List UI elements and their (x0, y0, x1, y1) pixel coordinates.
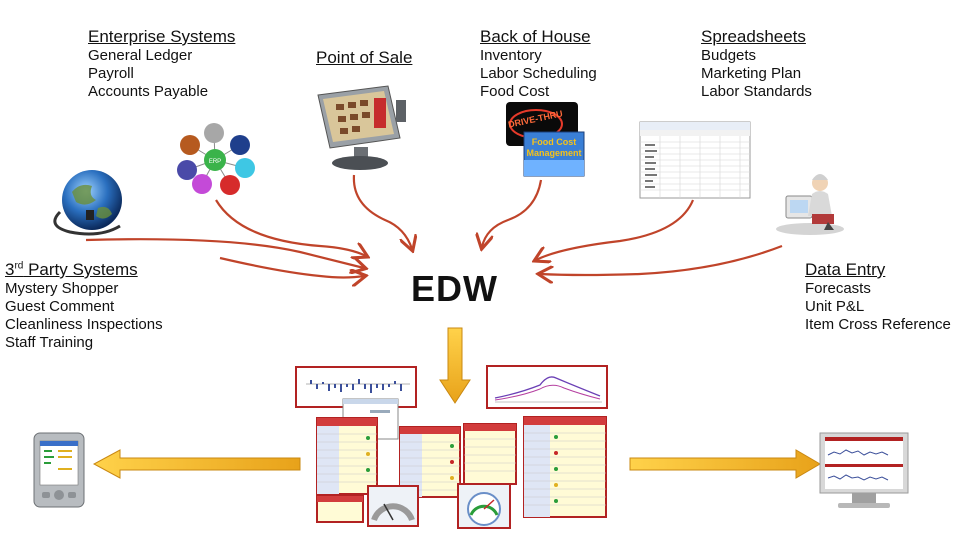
handheld-device-icon (33, 432, 85, 508)
spreadsheet-window-icon (639, 121, 751, 199)
report-table-thumbnail-1 (316, 417, 378, 495)
item-forecasts: Forecasts (805, 280, 871, 297)
globe-icon (53, 170, 122, 236)
arrow-enterprise-to-edw (215, 199, 366, 256)
arrow-reports-to-handheld (92, 449, 301, 479)
item-unit-pl: Unit P&L (805, 298, 865, 315)
report-table-thumbnail-3 (463, 423, 517, 485)
heading-point-of-sale: Point of Sale (316, 48, 413, 67)
arrow-pos-to-edw (352, 174, 412, 249)
report-gauge-thumbnail-2 (457, 483, 511, 529)
heading-spreadsheets: Spreadsheets (701, 27, 806, 46)
arrow-spreadsheets-to-edw (536, 199, 695, 260)
arrow-third-party-to-edw-1 (85, 238, 364, 268)
heading-enterprise-systems: Enterprise Systems (88, 27, 236, 46)
arrow-data-entry-to-edw (540, 244, 783, 275)
arrow-back-of-house-to-edw (482, 179, 543, 247)
item-accounts-payable: Accounts Payable (88, 83, 209, 100)
item-marketing-plan: Marketing Plan (701, 65, 802, 82)
food-cost-management-icon: Food Cost Management (523, 131, 585, 177)
management-text: Management (526, 148, 581, 158)
arrow-third-party-to-edw-2 (219, 256, 364, 278)
item-labor-standards: Labor Standards (701, 83, 812, 100)
desktop-monitor-icon (819, 432, 909, 508)
item-staff-training: Staff Training (5, 334, 94, 351)
report-gauge-thumbnail-1 (367, 485, 419, 527)
source-enterprise-systems: Enterprise Systems General Ledger Payrol… (88, 26, 235, 101)
item-labor-scheduling: Labor Scheduling (480, 65, 597, 82)
report-line-chart-thumbnail (486, 365, 608, 409)
inflow-arrows (85, 174, 783, 278)
source-data-entry: Data Entry Forecasts Unit P&L Item Cross… (805, 259, 951, 334)
source-third-party-systems: 3rd Party Systems Mystery Shopper Guest … (5, 259, 163, 352)
pos-terminal-icon (317, 85, 406, 170)
item-cleanliness-inspections: Cleanliness Inspections (5, 316, 163, 333)
source-point-of-sale: Point of Sale (316, 47, 412, 68)
heading-back-of-house: Back of House (480, 27, 591, 46)
data-entry-person-icon (776, 174, 844, 235)
heading-data-entry: Data Entry (805, 260, 886, 279)
item-payroll: Payroll (88, 65, 134, 82)
arrow-edw-to-reports (439, 327, 471, 404)
source-back-of-house: Back of House Inventory Labor Scheduling… (480, 26, 597, 101)
item-guest-comment: Guest Comment (5, 298, 115, 315)
item-general-ledger: General Ledger (88, 47, 193, 64)
item-mystery-shopper: Mystery Shopper (5, 280, 119, 297)
arrow-reports-to-desktop (629, 449, 821, 479)
outflow-arrows (92, 327, 821, 479)
report-table-thumbnail-4 (523, 416, 607, 518)
item-budgets: Budgets (701, 47, 757, 64)
erp-hub-icon: ERP (177, 123, 255, 195)
food-cost-text: Food Cost (532, 137, 577, 147)
report-collage (295, 365, 608, 529)
report-table-thumbnail-2 (399, 426, 461, 498)
heading-third-party-systems: 3rd Party Systems (5, 260, 138, 279)
edw-label: EDW (411, 268, 498, 309)
erp-hub-label: ERP (209, 159, 221, 165)
item-inventory: Inventory (480, 47, 542, 64)
item-food-cost: Food Cost (480, 83, 550, 100)
item-item-cross-reference: Item Cross Reference (805, 316, 951, 333)
source-spreadsheets: Spreadsheets Budgets Marketing Plan Labo… (701, 26, 812, 101)
report-table-thumbnail-5 (316, 495, 364, 523)
